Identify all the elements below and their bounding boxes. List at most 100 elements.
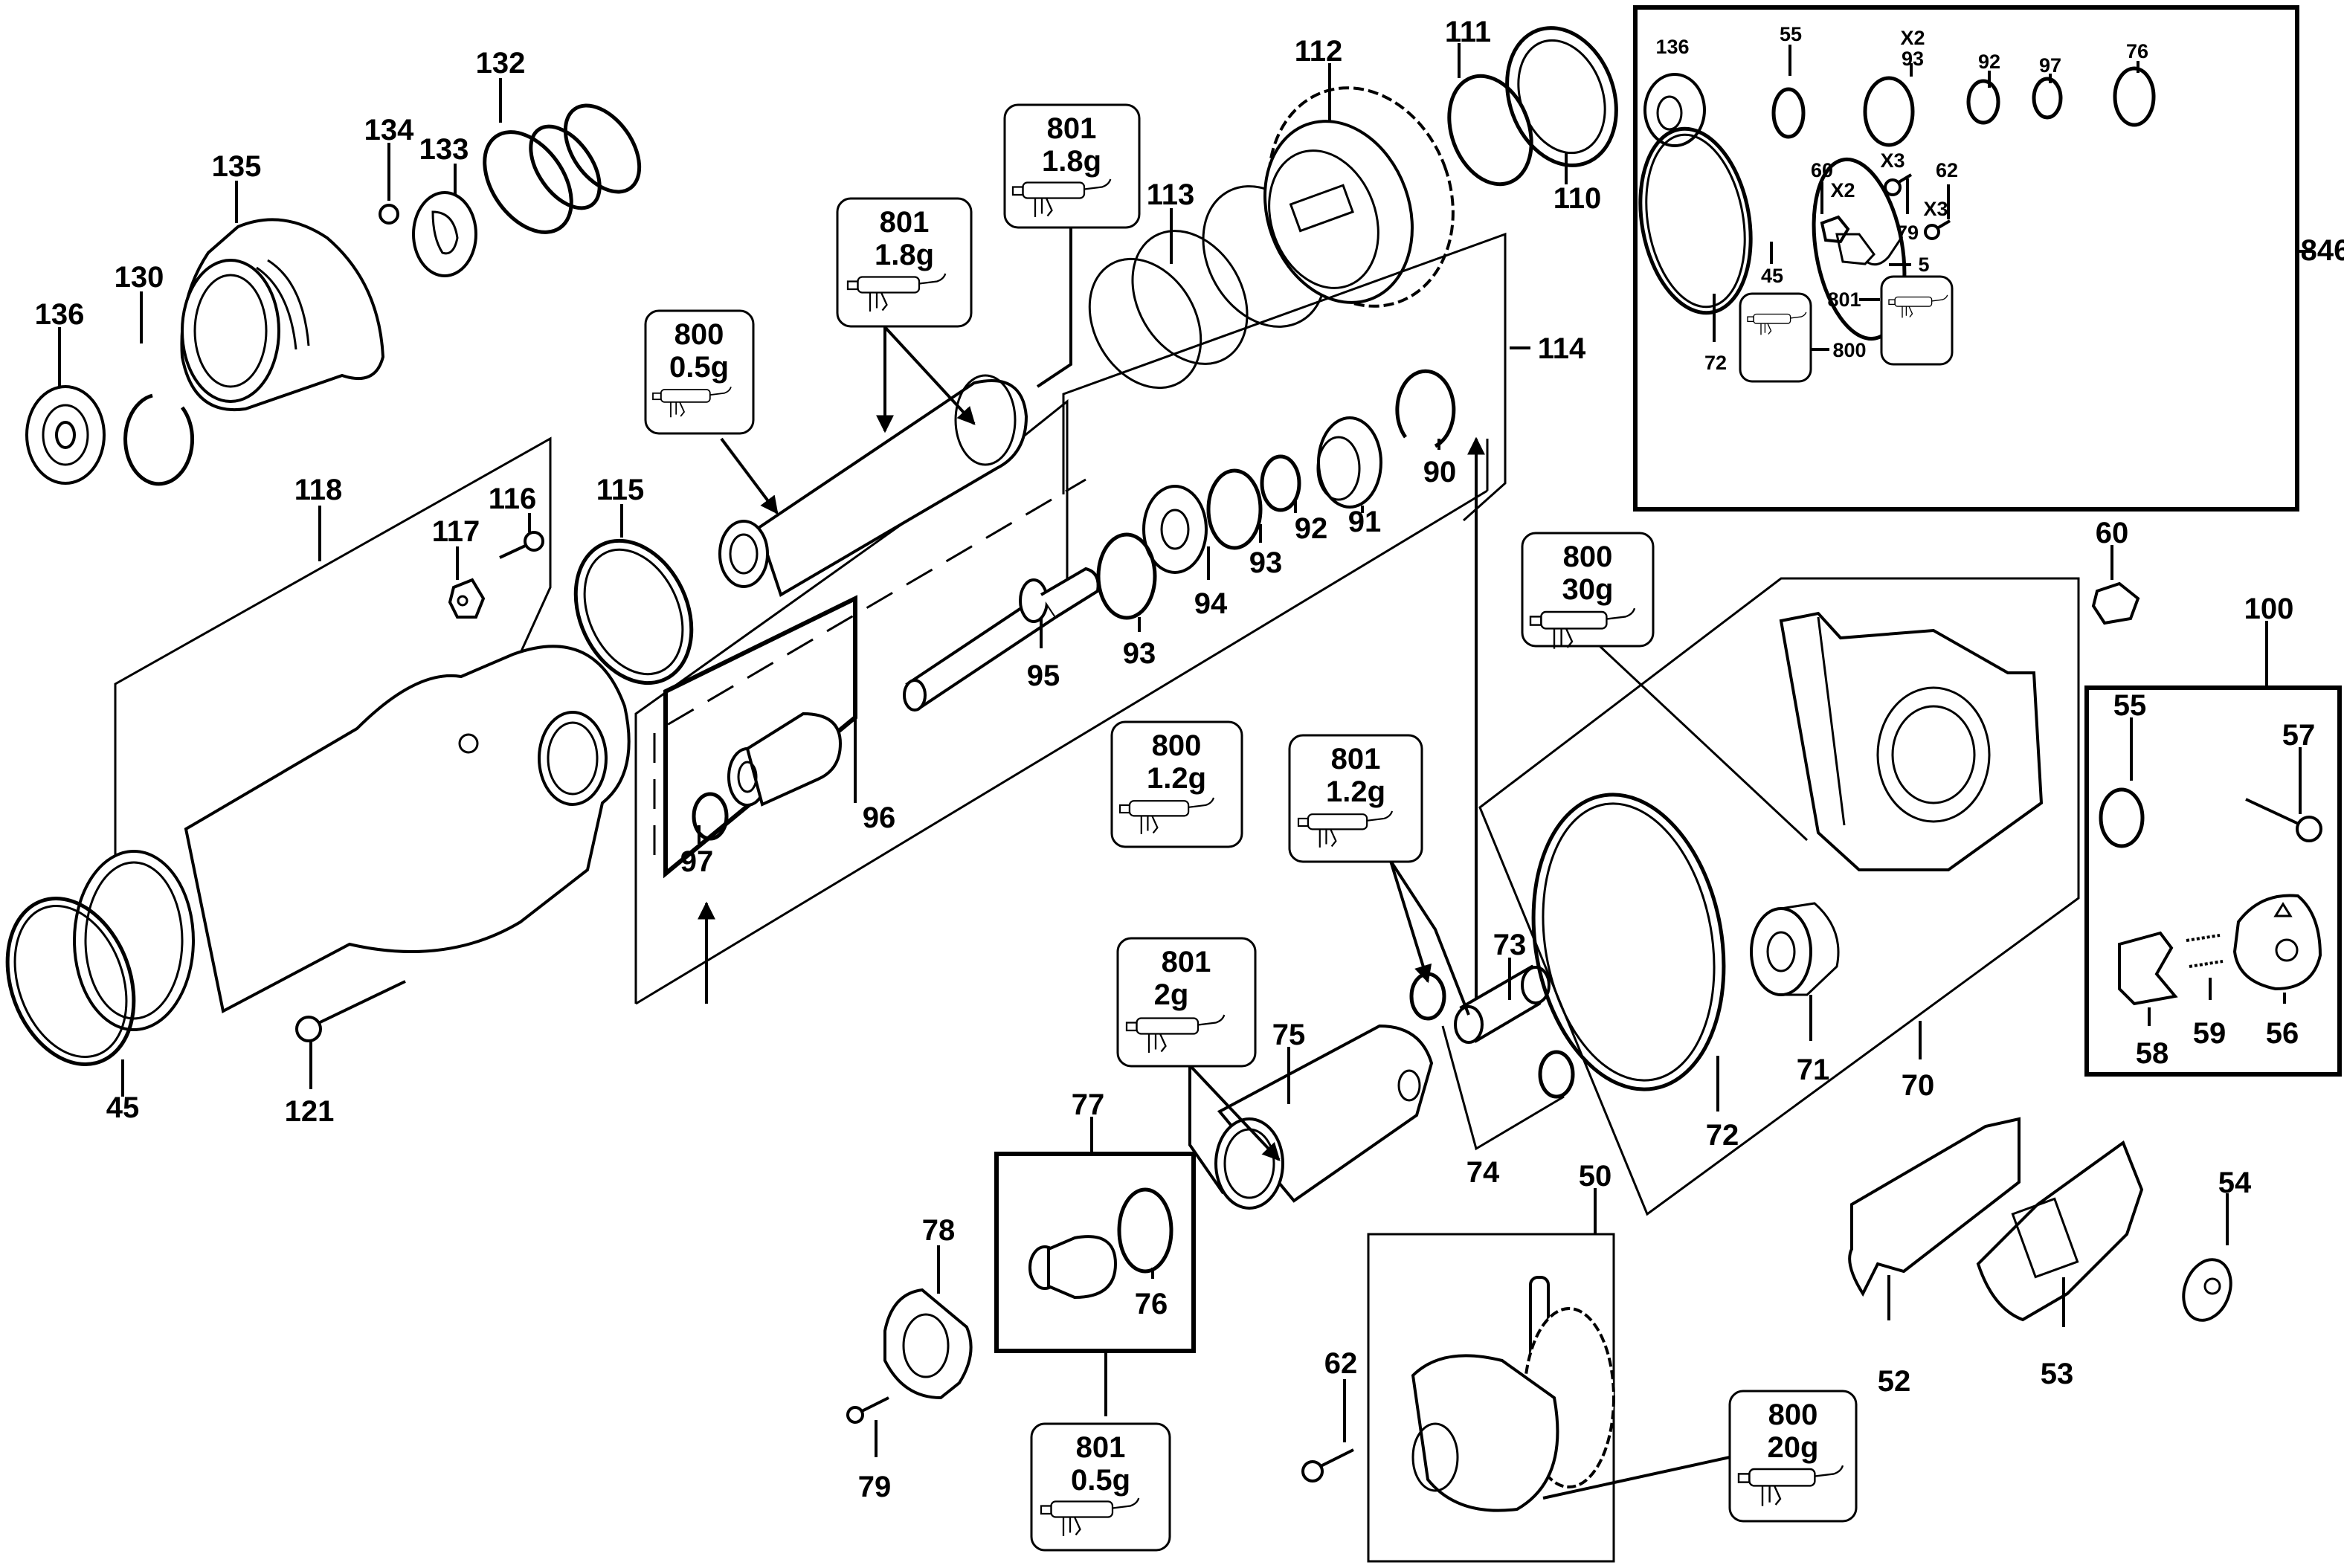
part-132-spring[interactable] xyxy=(467,92,654,248)
part-53-switch-carrier[interactable] xyxy=(1976,1140,2144,1322)
grease-g9-part: 800 xyxy=(1768,1398,1818,1431)
kit-item-45[interactable] xyxy=(1801,152,1918,346)
kit-item-801[interactable] xyxy=(1880,275,1954,366)
part-118-gear-housing[interactable] xyxy=(73,645,631,1031)
kit-label-136: 136 xyxy=(1655,36,1689,58)
kit-item-800[interactable] xyxy=(1739,292,1812,383)
part-59-springs[interactable] xyxy=(2186,934,2224,968)
leader-g9 xyxy=(1542,1456,1730,1500)
part-115-seal[interactable] xyxy=(553,522,713,702)
part-96-piston[interactable] xyxy=(727,712,843,807)
grease-callout-g8[interactable]: 801 0.5g xyxy=(1030,1422,1171,1552)
kit-label-72: 72 xyxy=(1704,352,1727,374)
kit-item-55[interactable] xyxy=(1771,87,1806,139)
part-78-clamp[interactable] xyxy=(883,1288,973,1400)
part-73-pin[interactable] xyxy=(1454,964,1551,1044)
kit-item-76[interactable] xyxy=(2113,66,2156,127)
kit-item-93[interactable] xyxy=(1863,76,1915,147)
part-121-screw[interactable] xyxy=(295,980,406,1042)
label-90: 90 xyxy=(1423,456,1457,488)
part-52-spring-plate[interactable] xyxy=(1848,1117,2021,1297)
part-116-screw[interactable] xyxy=(499,531,544,559)
grease-callout-g9[interactable]: 800 20g xyxy=(1728,1390,1858,1523)
part-134-ball[interactable] xyxy=(379,204,399,225)
part-72-o-ring[interactable] xyxy=(1511,779,1746,1104)
grease-callout-g2[interactable]: 801 1.8g xyxy=(836,197,973,328)
kit-item-97[interactable] xyxy=(2032,77,2063,120)
part-58-slider[interactable] xyxy=(2118,931,2178,1006)
part-91-bearing[interactable] xyxy=(1316,416,1382,509)
kit-item-5[interactable] xyxy=(1835,233,1904,266)
part-60-plug[interactable] xyxy=(2091,581,2140,625)
part-133-washer[interactable] xyxy=(412,191,477,277)
kit-label-60: 60 xyxy=(1811,159,1833,181)
grease-g8-part: 801 xyxy=(1076,1431,1126,1464)
grease-callout-g4[interactable]: 800 30g xyxy=(1521,532,1655,650)
label-55: 55 xyxy=(2113,689,2147,722)
part-group-spindle: 113 112 111 110 114 90 xyxy=(634,13,1635,1005)
part-136-nose-cap[interactable] xyxy=(25,385,106,485)
arrow-g6a xyxy=(1389,860,1432,984)
label-130: 130 xyxy=(115,261,164,294)
leader-g4 xyxy=(1597,644,1809,842)
part-spindle-tube[interactable] xyxy=(718,374,1028,597)
grease-g7-part: 801 xyxy=(1162,946,1211,978)
part-110-seal[interactable] xyxy=(1489,13,1635,181)
part-57-screw[interactable] xyxy=(2245,798,2322,842)
label-93a: 93 xyxy=(1249,546,1283,579)
kit-label-45: 45 xyxy=(1761,265,1783,287)
part-76-ring[interactable] xyxy=(1117,1187,1173,1274)
kit-item-62[interactable] xyxy=(1924,219,1951,240)
kit-label-5: 5 xyxy=(1918,254,1929,276)
part-95-striker[interactable] xyxy=(903,567,1100,712)
grease-g3-amount: 1.8g xyxy=(1042,145,1101,178)
part-79-screw[interactable] xyxy=(846,1396,889,1424)
part-71-bearing[interactable] xyxy=(1750,902,1840,996)
kit-846: 846 136 55 X2 93 92 97 76 72 45 xyxy=(1626,5,2344,512)
kit-item-92[interactable] xyxy=(1966,79,2000,125)
part-93-washer-b[interactable] xyxy=(1096,532,1157,620)
part-97-ring[interactable] xyxy=(692,792,729,841)
part-50-intermediate-shaft[interactable] xyxy=(1411,1276,1615,1512)
kit-label-62: 62 xyxy=(1936,159,1958,181)
part-62-screw[interactable] xyxy=(1301,1448,1354,1482)
part-90-circlip[interactable] xyxy=(1395,369,1456,448)
label-60: 60 xyxy=(2096,517,2129,549)
part-56-knob[interactable] xyxy=(2232,894,2322,991)
grease-callouts: 800 0.5g 801 1.8g 801 1.8g 800 30g 800 1… xyxy=(644,103,1858,1552)
kit-item-136[interactable] xyxy=(1643,73,1706,147)
part-55-o-ring[interactable] xyxy=(2099,787,2145,848)
grease-callout-g1[interactable]: 800 0.5g xyxy=(644,309,755,435)
kit-label-801: 801 xyxy=(1827,288,1861,311)
grease-callout-g7[interactable]: 801 2g xyxy=(1116,937,1257,1068)
grease-callout-g5[interactable]: 800 1.2g xyxy=(1110,720,1243,848)
grease-callout-g6[interactable]: 801 1.2g xyxy=(1288,734,1423,863)
part-112-gear[interactable] xyxy=(1239,62,1483,332)
part-77-bush[interactable] xyxy=(1028,1235,1118,1300)
label-54: 54 xyxy=(2218,1167,2252,1199)
label-135: 135 xyxy=(212,150,262,183)
part-111-o-ring[interactable] xyxy=(1435,65,1545,196)
part-135-chuck-sleeve[interactable] xyxy=(180,218,385,412)
part-117-clip[interactable] xyxy=(448,578,486,619)
kit-item-79[interactable] xyxy=(1884,173,1913,196)
kit-item-72[interactable] xyxy=(1626,120,1764,321)
part-group-drive: 73 74 75 77 76 xyxy=(846,577,2080,1563)
label-52: 52 xyxy=(1878,1365,1911,1398)
frame-118 xyxy=(114,436,552,862)
part-94-bush[interactable] xyxy=(1142,485,1208,574)
part-92-ring[interactable] xyxy=(1260,454,1301,512)
label-118: 118 xyxy=(294,474,343,506)
part-54-knob-cap[interactable] xyxy=(2175,1253,2238,1326)
label-110: 110 xyxy=(1553,182,1602,215)
part-93-washer-a[interactable] xyxy=(1206,468,1263,550)
part-45-o-ring[interactable] xyxy=(0,881,156,1083)
label-76: 76 xyxy=(1135,1288,1168,1320)
grease-callout-g3[interactable]: 801 1.8g xyxy=(1003,103,1141,229)
label-73: 73 xyxy=(1493,929,1527,961)
part-130-circlip[interactable] xyxy=(123,393,194,486)
grease-g5-amount: 1.2g xyxy=(1147,762,1206,795)
part-70-crank-housing[interactable] xyxy=(1779,611,2044,871)
label-95: 95 xyxy=(1027,659,1060,692)
kit-item-60[interactable] xyxy=(1820,215,1850,244)
